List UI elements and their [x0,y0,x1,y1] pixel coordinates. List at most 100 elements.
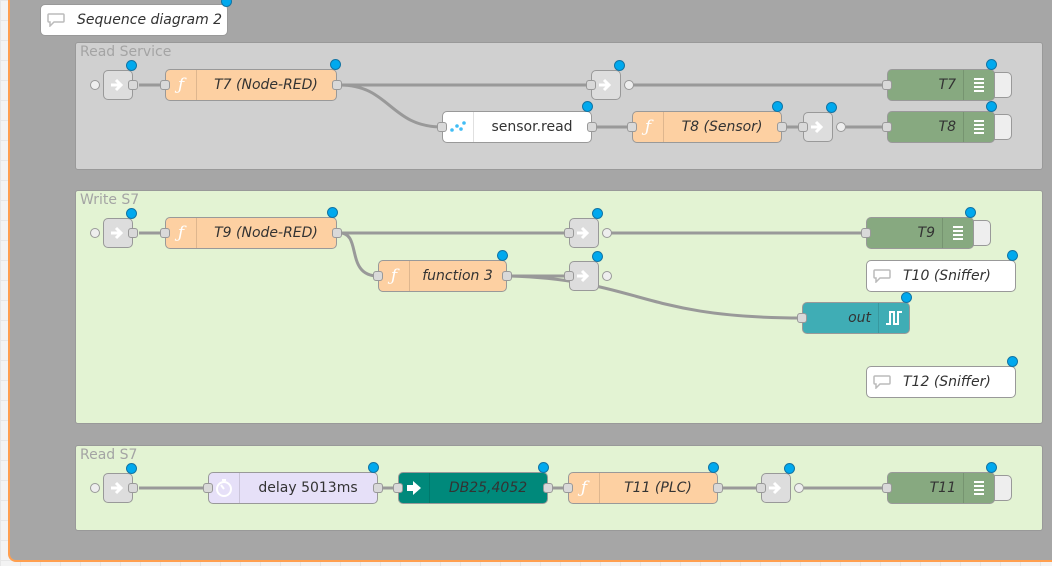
group-read-service[interactable]: Read Service [75,42,1043,170]
link-out-node[interactable] [564,251,603,291]
arrow-right-icon [399,473,430,503]
link-out-port[interactable] [836,122,846,132]
node-label: T9 [917,225,935,241]
input-port[interactable] [160,228,170,238]
output-port[interactable] [373,483,383,493]
input-port[interactable] [393,483,403,493]
link-out-node[interactable] [756,463,795,503]
node-label: DB25,4052 [448,480,528,496]
input-port[interactable] [798,122,808,132]
changed-indicator [1007,356,1018,367]
link-in-node[interactable] [103,60,138,100]
t11-debug-node[interactable]: T11 [882,462,997,504]
node-label: out [848,310,871,326]
input-port[interactable] [564,228,574,238]
changed-indicator [772,101,783,112]
input-port[interactable] [437,122,447,132]
function-3-node[interactable]: ƒ function 3 [373,250,512,292]
db25-s7-node[interactable]: DB25,4052 [393,462,553,504]
comment-icon [41,5,71,35]
input-port[interactable] [203,483,213,493]
link-out-port[interactable] [624,80,634,90]
input-port[interactable] [756,483,766,493]
link-icon [769,481,782,495]
changed-indicator [330,59,341,70]
sequence-diagram-comment[interactable]: Sequence diagram 2 [40,0,232,36]
t11-plc-function[interactable]: ƒ T11 (PLC) [563,462,723,504]
changed-indicator [327,207,338,218]
link-out-port[interactable] [602,271,612,281]
t8-debug-node[interactable]: T8 [882,101,997,143]
output-port[interactable] [332,80,342,90]
changed-indicator [126,208,137,219]
debug-toggle-button[interactable] [973,220,991,246]
node-label: T7 [938,77,956,93]
node-label: T9 (Node-RED) [214,225,318,241]
changed-indicator [1007,250,1018,261]
link-in-port[interactable] [90,228,100,238]
link-icon [111,226,124,240]
t7-node-red-function[interactable]: ƒ T7 (Node-RED) [160,59,342,101]
link-out-node[interactable] [564,208,603,248]
input-port[interactable] [797,313,807,323]
link-in-node[interactable] [103,208,138,248]
link-out-node[interactable] [586,60,625,100]
output-port[interactable] [777,122,787,132]
output-port[interactable] [587,122,597,132]
link-out-node[interactable] [798,102,837,142]
t7-debug-node[interactable]: T7 [882,59,997,101]
changed-indicator [126,463,137,474]
link-icon [111,78,124,92]
output-port[interactable] [332,228,342,238]
input-port[interactable] [882,80,892,90]
input-port[interactable] [564,271,574,281]
square-wave-icon [878,303,909,333]
wire [509,274,803,320]
node-label: T11 [929,480,956,496]
input-port[interactable] [373,271,383,281]
output-port[interactable] [128,80,138,90]
debug-icon [942,218,973,248]
node-label: T8 [938,119,956,135]
out-node[interactable]: out [797,292,912,334]
t12-sniffer-comment[interactable]: T12 (Sniffer) [866,356,1018,398]
link-in-port[interactable] [90,483,100,493]
t8-sensor-function[interactable]: ƒ T8 (Sensor) [627,101,787,143]
group-label: Write S7 [80,192,140,208]
output-port[interactable] [713,483,723,493]
link-out-port[interactable] [794,483,804,493]
changed-indicator [592,208,603,219]
t9-debug-node[interactable]: T9 [861,207,976,249]
debug-toggle-button[interactable] [994,72,1012,98]
input-port[interactable] [861,228,871,238]
changed-indicator [708,462,719,473]
debug-toggle-button[interactable] [994,475,1012,501]
debug-icon [963,112,994,142]
delay-node[interactable]: delay 5013ms [203,462,383,504]
link-in-port[interactable] [90,80,100,90]
link-out-port[interactable] [602,228,612,238]
t10-sniffer-comment[interactable]: T10 (Sniffer) [866,250,1018,292]
input-port[interactable] [882,483,892,493]
input-port[interactable] [627,122,637,132]
input-port[interactable] [882,122,892,132]
output-port[interactable] [128,483,138,493]
node-label: T11 (PLC) [624,480,692,496]
comment-label: T12 (Sniffer) [903,374,991,390]
node-label: function 3 [422,268,493,284]
output-port[interactable] [543,483,553,493]
input-port[interactable] [563,483,573,493]
input-port[interactable] [586,80,596,90]
output-port[interactable] [128,228,138,238]
changed-indicator [538,462,549,473]
t9-node-red-function[interactable]: ƒ T9 (Node-RED) [160,207,342,249]
link-icon [577,269,590,283]
node-label: T8 (Sensor) [681,119,763,135]
debug-toggle-button[interactable] [994,114,1012,140]
link-in-node[interactable] [103,463,138,503]
input-port[interactable] [160,80,170,90]
output-port[interactable] [502,271,512,281]
node-label: delay 5013ms [258,480,358,496]
sensor-read-service-node[interactable]: sensor.read [437,101,597,143]
